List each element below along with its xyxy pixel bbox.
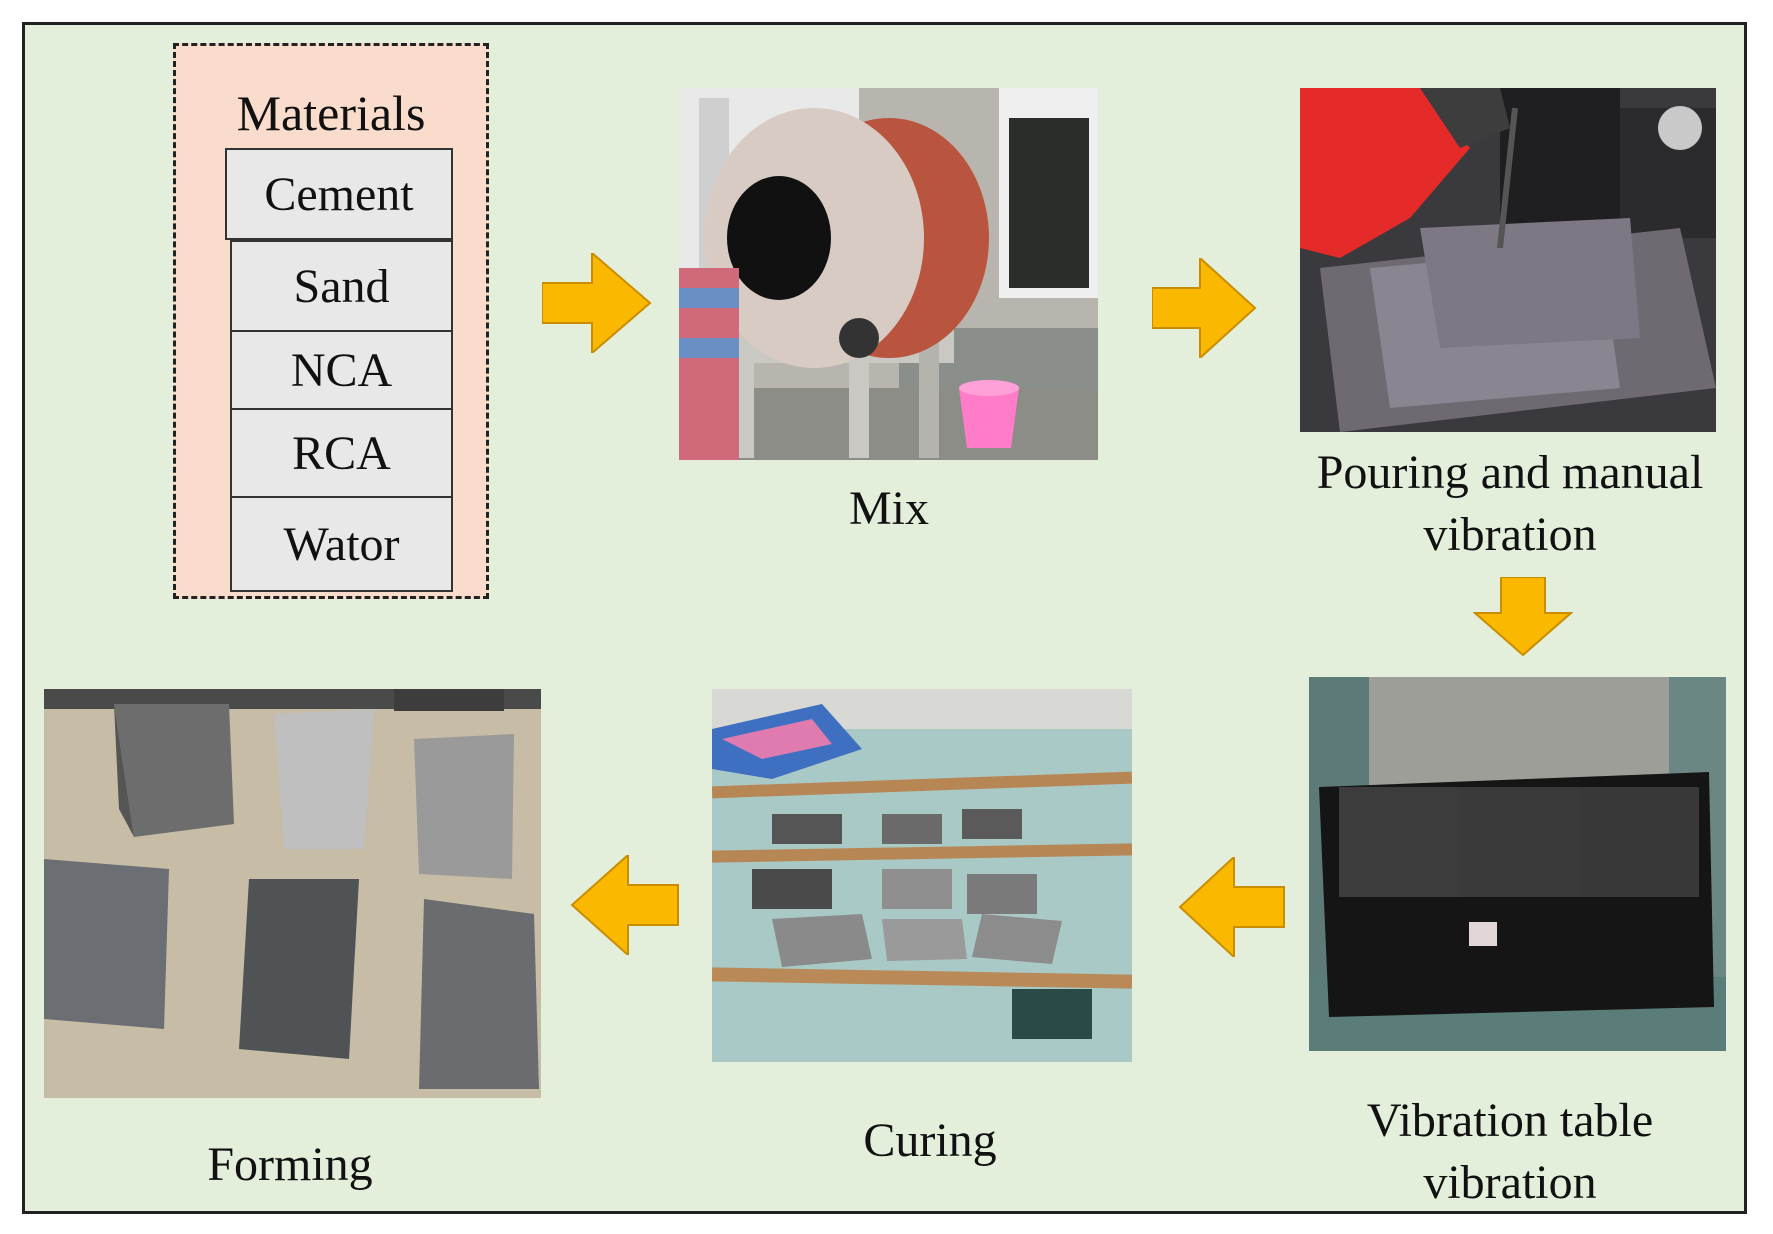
arrow-left-icon <box>570 855 679 955</box>
vibration-table-photo <box>1309 677 1726 1051</box>
material-cement: Cement <box>225 148 453 240</box>
material-nca: NCA <box>230 330 453 410</box>
arrow-right-icon <box>1152 258 1257 358</box>
pouring-caption-line2: vibration <box>1423 508 1597 561</box>
materials-title: Materials <box>236 85 426 141</box>
pouring-photo <box>1300 88 1716 432</box>
material-rca: RCA <box>230 408 453 498</box>
forming-photo <box>44 689 541 1098</box>
mix-photo <box>679 88 1098 460</box>
curing-photo <box>712 689 1132 1062</box>
arrow-down-icon <box>1473 577 1573 657</box>
vibration-table-caption-line2: vibration <box>1423 1156 1597 1209</box>
pouring-caption-line1: Pouring and manual <box>1316 446 1704 499</box>
material-sand: Sand <box>230 240 453 332</box>
curing-caption: Curing <box>863 1114 997 1167</box>
vibration-table-caption-line1: Vibration table <box>1366 1094 1654 1147</box>
arrow-right-icon <box>542 253 652 353</box>
material-wator: Wator <box>230 496 453 592</box>
mix-caption: Mix <box>848 482 929 535</box>
forming-caption: Forming <box>207 1138 373 1191</box>
arrow-left-icon <box>1178 857 1285 957</box>
